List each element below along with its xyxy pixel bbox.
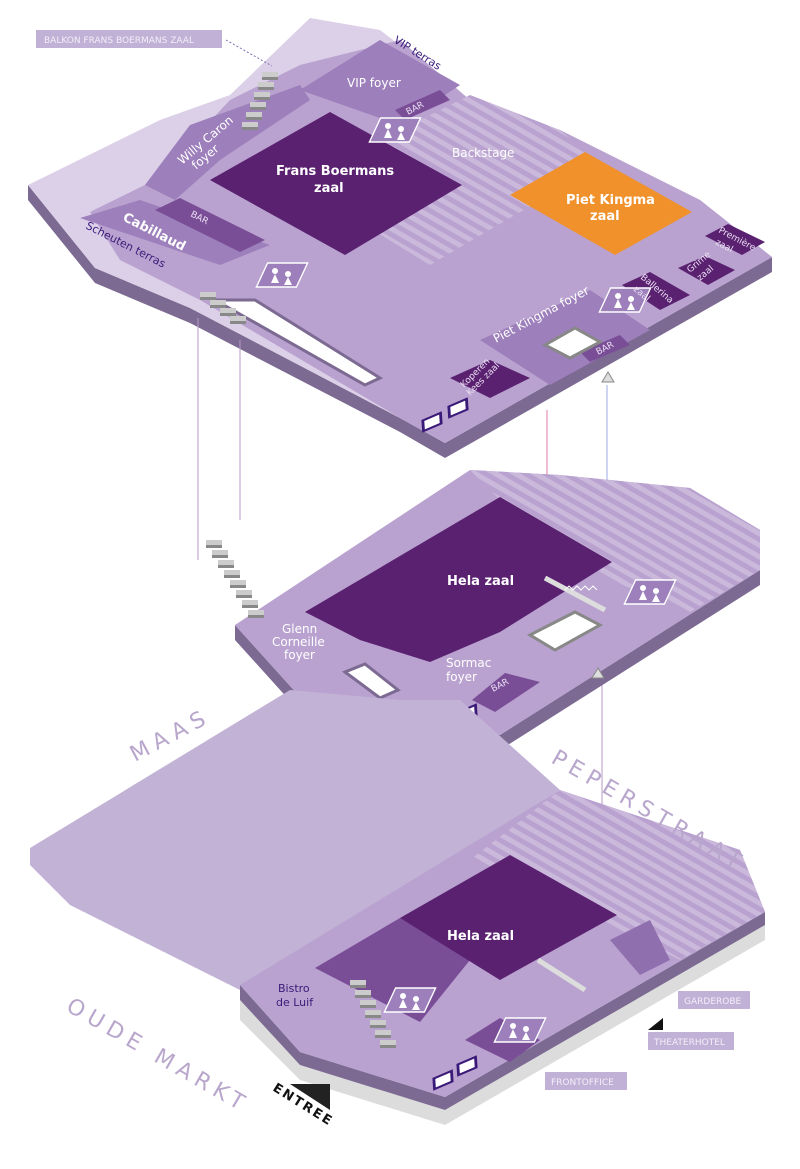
ground-floor-edge bbox=[240, 912, 765, 1110]
grime-zaal bbox=[678, 256, 735, 285]
bistro-label-1: Bistro bbox=[278, 982, 310, 995]
ground-stripes bbox=[470, 790, 765, 960]
balkon-tag: BALKON FRANS BOERMANS ZAAL bbox=[44, 36, 194, 46]
frans-boermans-label-1: Frans Boermans bbox=[276, 164, 394, 179]
sormac-label-2: foyer bbox=[446, 670, 477, 684]
top-floor: BALKON FRANS BOERMANS ZAAL VIP terras VI… bbox=[28, 18, 772, 458]
bar-middle bbox=[472, 673, 540, 712]
theaterhotel-tag: THEATERHOTEL bbox=[653, 1038, 725, 1048]
glenn-label-2: Corneille bbox=[272, 635, 325, 649]
escalator-steps bbox=[564, 585, 598, 591]
void-middle bbox=[526, 610, 604, 652]
entree-arrow-icon[interactable] bbox=[290, 1084, 330, 1110]
frans-boermans-label-2: zaal bbox=[314, 181, 344, 196]
frontoffice-tag-bg bbox=[545, 1072, 627, 1090]
stair-void-middle bbox=[341, 662, 401, 700]
hela-zaal-middle bbox=[305, 497, 612, 662]
garderobe-area bbox=[610, 920, 670, 975]
escalator-arrow-icon bbox=[601, 371, 615, 383]
bar-piet bbox=[580, 335, 630, 362]
willy-caron-foyer bbox=[145, 85, 310, 200]
backstage-stripes bbox=[470, 470, 760, 612]
theaterhotel-arrow-icon bbox=[648, 1018, 663, 1030]
ground-floor-edge-shadow bbox=[240, 925, 765, 1125]
cabillaud-area bbox=[80, 200, 270, 265]
bar-cabillaud bbox=[155, 198, 265, 252]
maas-ground bbox=[30, 690, 560, 990]
glenn-label-1: Glenn bbox=[282, 622, 317, 636]
void-opening bbox=[541, 326, 604, 360]
frans-boermans-zaal bbox=[210, 112, 462, 255]
leader-line bbox=[225, 39, 273, 67]
street-oude-markt: OUDE MARKT bbox=[62, 994, 254, 1119]
garderobe-tag-bg bbox=[678, 991, 750, 1009]
ballerina-zaal bbox=[622, 272, 690, 310]
vip-foyer-label: VIP foyer bbox=[347, 76, 401, 90]
bistro-label-2: de Luif bbox=[276, 996, 314, 1009]
stairs-icon bbox=[206, 540, 264, 618]
premiere-zaal bbox=[705, 224, 765, 255]
frontoffice-tag: FRONTOFFICE bbox=[551, 1078, 614, 1088]
glenn-label-3: foyer bbox=[284, 648, 315, 662]
sormac-label-1: Sormac bbox=[446, 656, 491, 670]
hela-zaal-ground bbox=[400, 855, 617, 980]
balkon-tag-bg bbox=[36, 30, 222, 48]
escalator-icon bbox=[536, 957, 587, 993]
piet-kingma-label-2: zaal bbox=[590, 209, 620, 224]
hela-zaal-middle-label: Hela zaal bbox=[447, 574, 514, 589]
escalator-icon bbox=[543, 575, 607, 613]
piet-kingma-label-1: Piet Kingma bbox=[566, 193, 655, 208]
koperen-kees-zaal bbox=[450, 360, 530, 398]
stair-void bbox=[209, 298, 384, 387]
garderobe-tag: GARDEROBE bbox=[684, 997, 742, 1007]
middle-floor: Hela zaal Glenn Corneille foyer Sormac f… bbox=[206, 470, 760, 750]
bar-vip bbox=[395, 90, 450, 120]
hela-zaal-ground-label: Hela zaal bbox=[447, 929, 514, 944]
escalator-arrow-icon bbox=[591, 667, 605, 679]
piet-kingma-zaal bbox=[510, 152, 692, 255]
theaterhotel-tag-bg bbox=[648, 1032, 734, 1050]
backstage-label: Backstage bbox=[452, 146, 514, 160]
